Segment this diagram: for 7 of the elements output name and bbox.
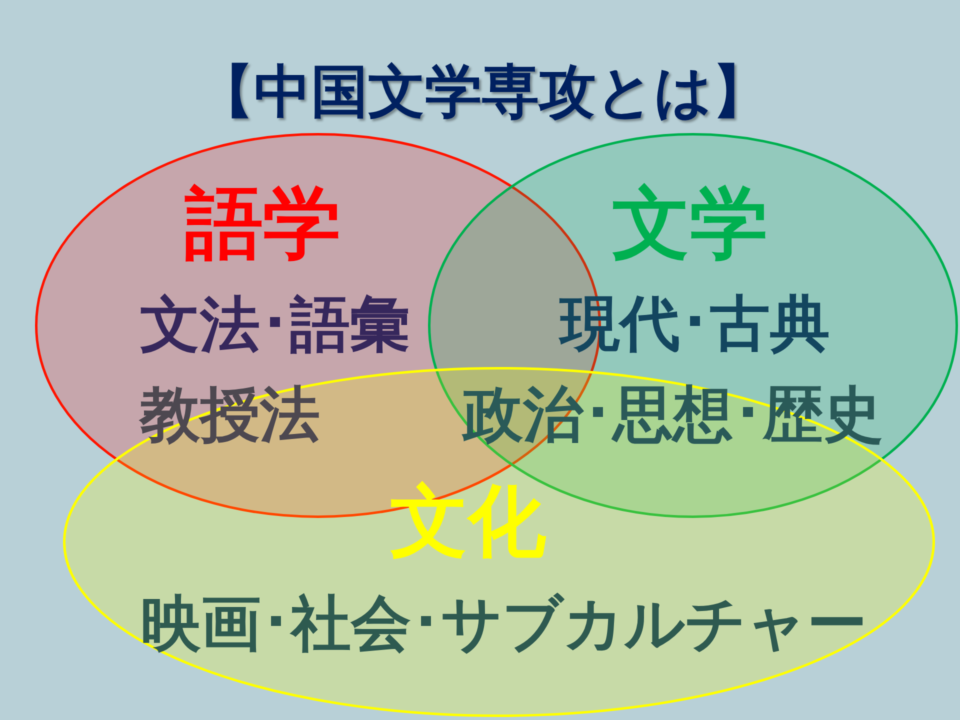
topic-text: 映画･社会･サブカルチャー bbox=[141, 594, 867, 654]
title-text: 【中国文学専攻とは】 bbox=[197, 64, 769, 120]
topic-text: 文法･語彙 bbox=[140, 295, 410, 355]
category-heading: 文学 bbox=[612, 185, 768, 263]
venn-ellipse bbox=[63, 367, 935, 717]
category-heading: 語学 bbox=[185, 185, 341, 263]
category-heading: 文化 bbox=[390, 483, 546, 561]
